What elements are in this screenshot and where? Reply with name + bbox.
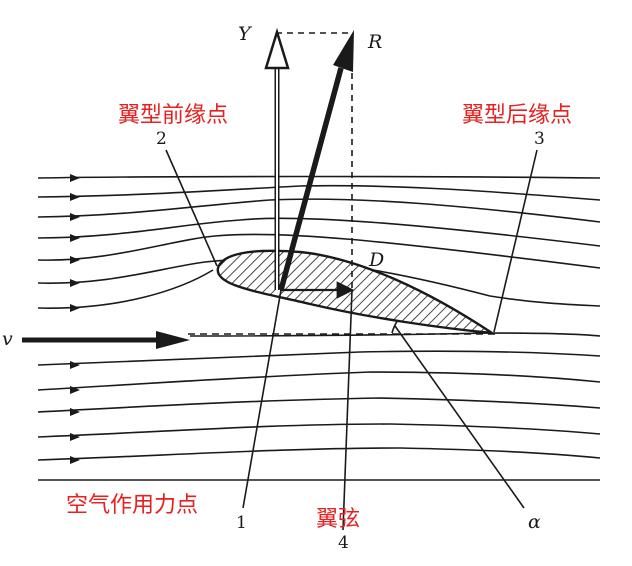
pressure-center-label: 空气作用力点 (66, 493, 198, 518)
airfoil (216, 249, 493, 335)
streamline (37, 175, 601, 179)
streamlines-lower (37, 332, 601, 481)
streamline (37, 269, 214, 309)
velocity-arrow (22, 331, 190, 349)
leader-line-2 (165, 149, 218, 267)
streamline (37, 447, 601, 461)
label-number-1: 1 (236, 513, 247, 533)
streamline (37, 233, 601, 269)
resultant-arrow (278, 30, 354, 291)
streamline-arrowheads (70, 174, 80, 464)
label-number-2: 2 (156, 129, 167, 149)
velocity-symbol: v (2, 328, 13, 350)
force-construction-lines (276, 32, 353, 290)
angle-arc (391, 319, 399, 334)
label-number-4: 4 (338, 533, 349, 553)
label-number-3: 3 (534, 129, 545, 149)
leader-line-3 (493, 149, 538, 333)
resultant-symbol: R (367, 31, 382, 53)
lift-symbol: Y (238, 23, 253, 45)
drag-symbol: D (368, 249, 384, 271)
leader-line-alpha (394, 325, 525, 509)
streamline (37, 217, 601, 247)
trailing-edge-label: 翼型后缘点 (462, 103, 572, 128)
lift-arrow (264, 27, 290, 290)
streamline (37, 397, 601, 413)
leading-edge-label: 翼型前缘点 (118, 103, 228, 128)
leader-line-1 (242, 289, 282, 509)
streamline (37, 423, 601, 438)
streamline (37, 350, 601, 366)
leader-lines (165, 149, 538, 531)
chord-label: 翼弦 (316, 507, 360, 532)
leader-line-4 (342, 289, 353, 531)
angle-symbol: α (528, 511, 541, 533)
streamline (37, 371, 601, 391)
streamline (37, 184, 601, 201)
streamline (189, 332, 601, 337)
